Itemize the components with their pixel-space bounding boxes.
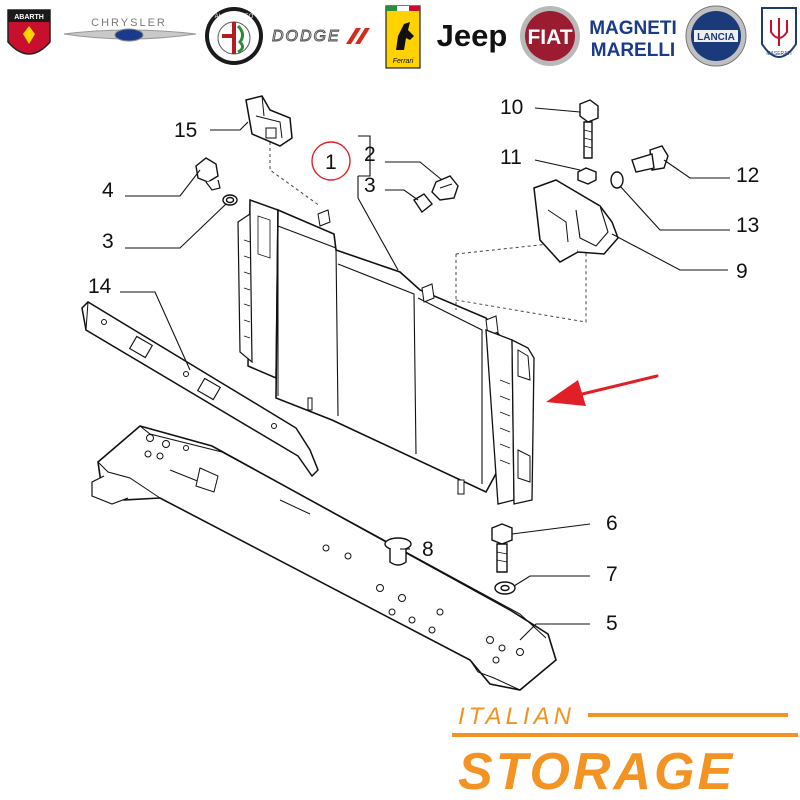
lancia-wordmark: LANCIA [697, 32, 735, 43]
jeep-logo: Jeep [437, 18, 508, 53]
fiat-wordmark: FIAT [527, 26, 572, 49]
right-tank-ribs [499, 379, 511, 465]
mounting-strip-part-14 [81, 301, 319, 478]
alfa-roundel-icon [236, 24, 245, 54]
callout-5: 5 [606, 612, 618, 635]
callout-labels: 15 1 2 3 4 3 14 10 11 12 13 9 6 8 7 5 [88, 96, 759, 635]
bracket-part-15 [245, 95, 293, 147]
washer-part-3 [222, 194, 238, 206]
callout-9: 9 [736, 260, 748, 283]
bolt-part-12 [631, 145, 669, 173]
scorpion-shield-icon [23, 26, 35, 44]
callout-12: 12 [736, 164, 759, 187]
maserati-logo: MASERATI [761, 7, 797, 58]
radiator-part-1 [237, 198, 535, 505]
left-tank-ribs [243, 215, 271, 339]
clip-part-2 [431, 175, 459, 201]
watermark-bar [452, 733, 798, 737]
callout-6: 6 [606, 512, 618, 535]
chrysler-logo: CHRYSLER [63, 17, 197, 42]
dodge-wordmark: DODGE [272, 28, 341, 45]
red-arrow-icon [546, 374, 659, 406]
callout-4: 4 [102, 179, 114, 202]
callout-2: 2 [364, 143, 376, 166]
washer-part-7 [494, 581, 516, 595]
alfa-romeo-wordmark: ALFA ROMEO [215, 14, 254, 20]
dashed-guide-lines [269, 142, 587, 323]
callout-10: 10 [500, 96, 523, 119]
callout-8: 8 [422, 538, 434, 561]
watermark-line1: ITALIAN [458, 703, 575, 730]
prancing-horse-icon [396, 22, 414, 50]
winged-badge-icon [114, 28, 144, 42]
watermark-line2: STORAGE [458, 743, 735, 800]
bolt-part-10 [579, 99, 599, 159]
magneti-wordmark: MAGNETI [589, 18, 677, 39]
lancia-logo: LANCIA [685, 5, 747, 67]
bolt-part-4 [195, 157, 221, 191]
ferrari-logo: Ferrari [385, 5, 421, 69]
crossmember-part-5 [91, 425, 557, 691]
nut-part-11 [577, 167, 597, 185]
abarth-logo: ABARTH [7, 9, 51, 55]
callout-13: 13 [736, 214, 759, 237]
crossmember-holes [144, 434, 524, 664]
jeep-wordmark: Jeep [437, 18, 508, 53]
alfa-romeo-logo: ALFA ROMEO [205, 7, 263, 65]
callout-1: 1 [325, 151, 337, 174]
magneti-marelli-logo: MAGNETI MARELLI [589, 18, 677, 61]
brand-logo-strip: ABARTH CHRYSLER ALFA ROMEO DODGE [7, 5, 797, 69]
bushing-part-8 [384, 537, 412, 566]
bolt-part-6 [491, 523, 513, 573]
bracket-part-9 [533, 179, 619, 263]
maserati-wordmark: MASERATI [766, 51, 791, 57]
washer-part-13 [610, 171, 624, 189]
grommet-part-3-upper [413, 193, 433, 214]
abarth-wordmark: ABARTH [14, 14, 44, 21]
leader-lines [120, 107, 730, 641]
italian-storage-watermark: ITALIAN STORAGE [452, 703, 798, 800]
callout-7: 7 [606, 563, 618, 586]
watermark-rule [588, 713, 788, 717]
dodge-logo: DODGE [272, 28, 370, 46]
marelli-wordmark: MARELLI [591, 40, 675, 61]
callout-15: 15 [174, 119, 197, 142]
callout-3-lower: 3 [102, 230, 114, 253]
chrysler-wordmark: CHRYSLER [91, 17, 167, 29]
fiat-roundel-icon [525, 11, 575, 61]
highlight-circle [311, 141, 351, 181]
callout-11: 11 [500, 146, 522, 169]
ferrari-wordmark: Ferrari [393, 58, 414, 65]
callout-14: 14 [88, 275, 112, 298]
trident-icon [770, 18, 788, 46]
fiat-logo: FIAT [520, 6, 580, 66]
stripes-icon [346, 28, 370, 44]
callout-3-upper: 3 [364, 174, 376, 197]
